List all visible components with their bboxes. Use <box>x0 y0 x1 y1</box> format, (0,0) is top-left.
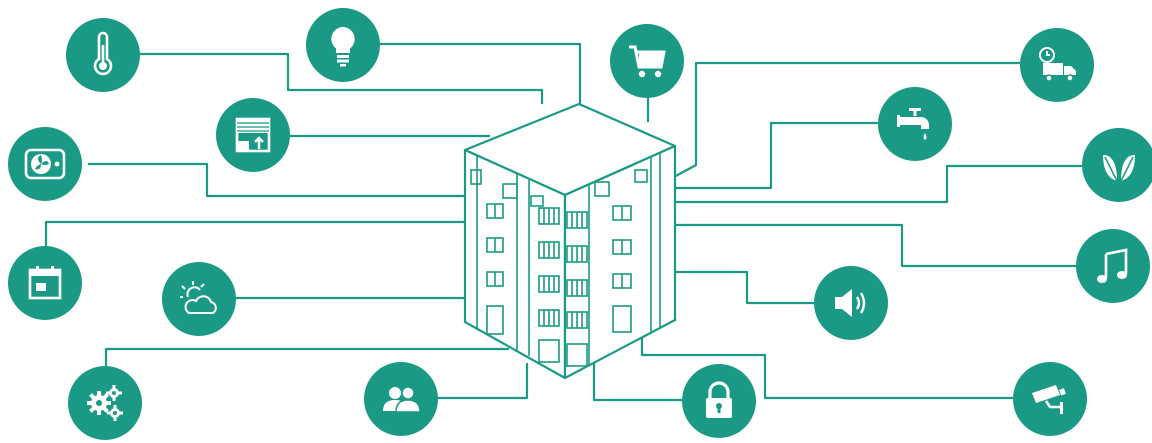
delivery-truck-node[interactable] <box>1020 28 1094 102</box>
window-blinds-node[interactable] <box>216 98 290 172</box>
weather-node[interactable] <box>162 262 236 336</box>
thermometer-node[interactable] <box>66 18 140 92</box>
music-node[interactable] <box>1076 229 1150 303</box>
light-bulb-node[interactable] <box>306 8 380 82</box>
apartment-building-icon <box>463 102 677 380</box>
connector-water <box>672 121 878 190</box>
connector-settings <box>104 347 509 366</box>
connector-security <box>592 358 682 402</box>
calendar-node[interactable] <box>8 246 82 320</box>
security-camera-icon <box>1032 385 1066 414</box>
sound-node[interactable] <box>814 266 888 340</box>
thermometer-icon <box>93 31 113 76</box>
connector-eco <box>672 164 1082 204</box>
connector-light <box>380 42 582 104</box>
security-lock-node[interactable] <box>682 364 756 438</box>
calendar-icon <box>28 266 62 300</box>
padlock-icon <box>706 381 732 418</box>
water-tap-node[interactable] <box>878 87 952 161</box>
connector-music <box>672 223 1076 268</box>
connector-delivery <box>671 61 1020 179</box>
speaker-volume-icon <box>835 289 866 317</box>
water-tap-icon <box>897 108 929 140</box>
music-note-icon <box>1097 248 1128 283</box>
ventilation-node[interactable] <box>8 127 82 201</box>
delivery-truck-clock-icon <box>1039 47 1076 82</box>
shopping-cart-node[interactable] <box>610 24 684 98</box>
connector-users <box>438 363 529 400</box>
gears-icon <box>87 385 123 421</box>
window-blinds-icon <box>235 117 271 153</box>
ventilation-fan-icon <box>24 148 66 180</box>
connector-camera <box>640 336 1013 400</box>
shopping-cart-icon <box>629 45 666 78</box>
connector-thermometer <box>140 52 544 104</box>
security-camera-node[interactable] <box>1013 362 1087 436</box>
light-bulb-icon <box>331 27 355 67</box>
leaf-icon <box>1103 155 1135 182</box>
connector-calendar <box>44 220 464 246</box>
users-icon <box>383 386 421 413</box>
settings-node[interactable] <box>68 366 142 440</box>
connector-ventilation <box>88 162 464 198</box>
users-node[interactable] <box>364 362 438 436</box>
weather-sun-cloud-icon <box>180 281 217 314</box>
connector-sound <box>672 270 814 305</box>
eco-leaf-node[interactable] <box>1082 128 1152 202</box>
